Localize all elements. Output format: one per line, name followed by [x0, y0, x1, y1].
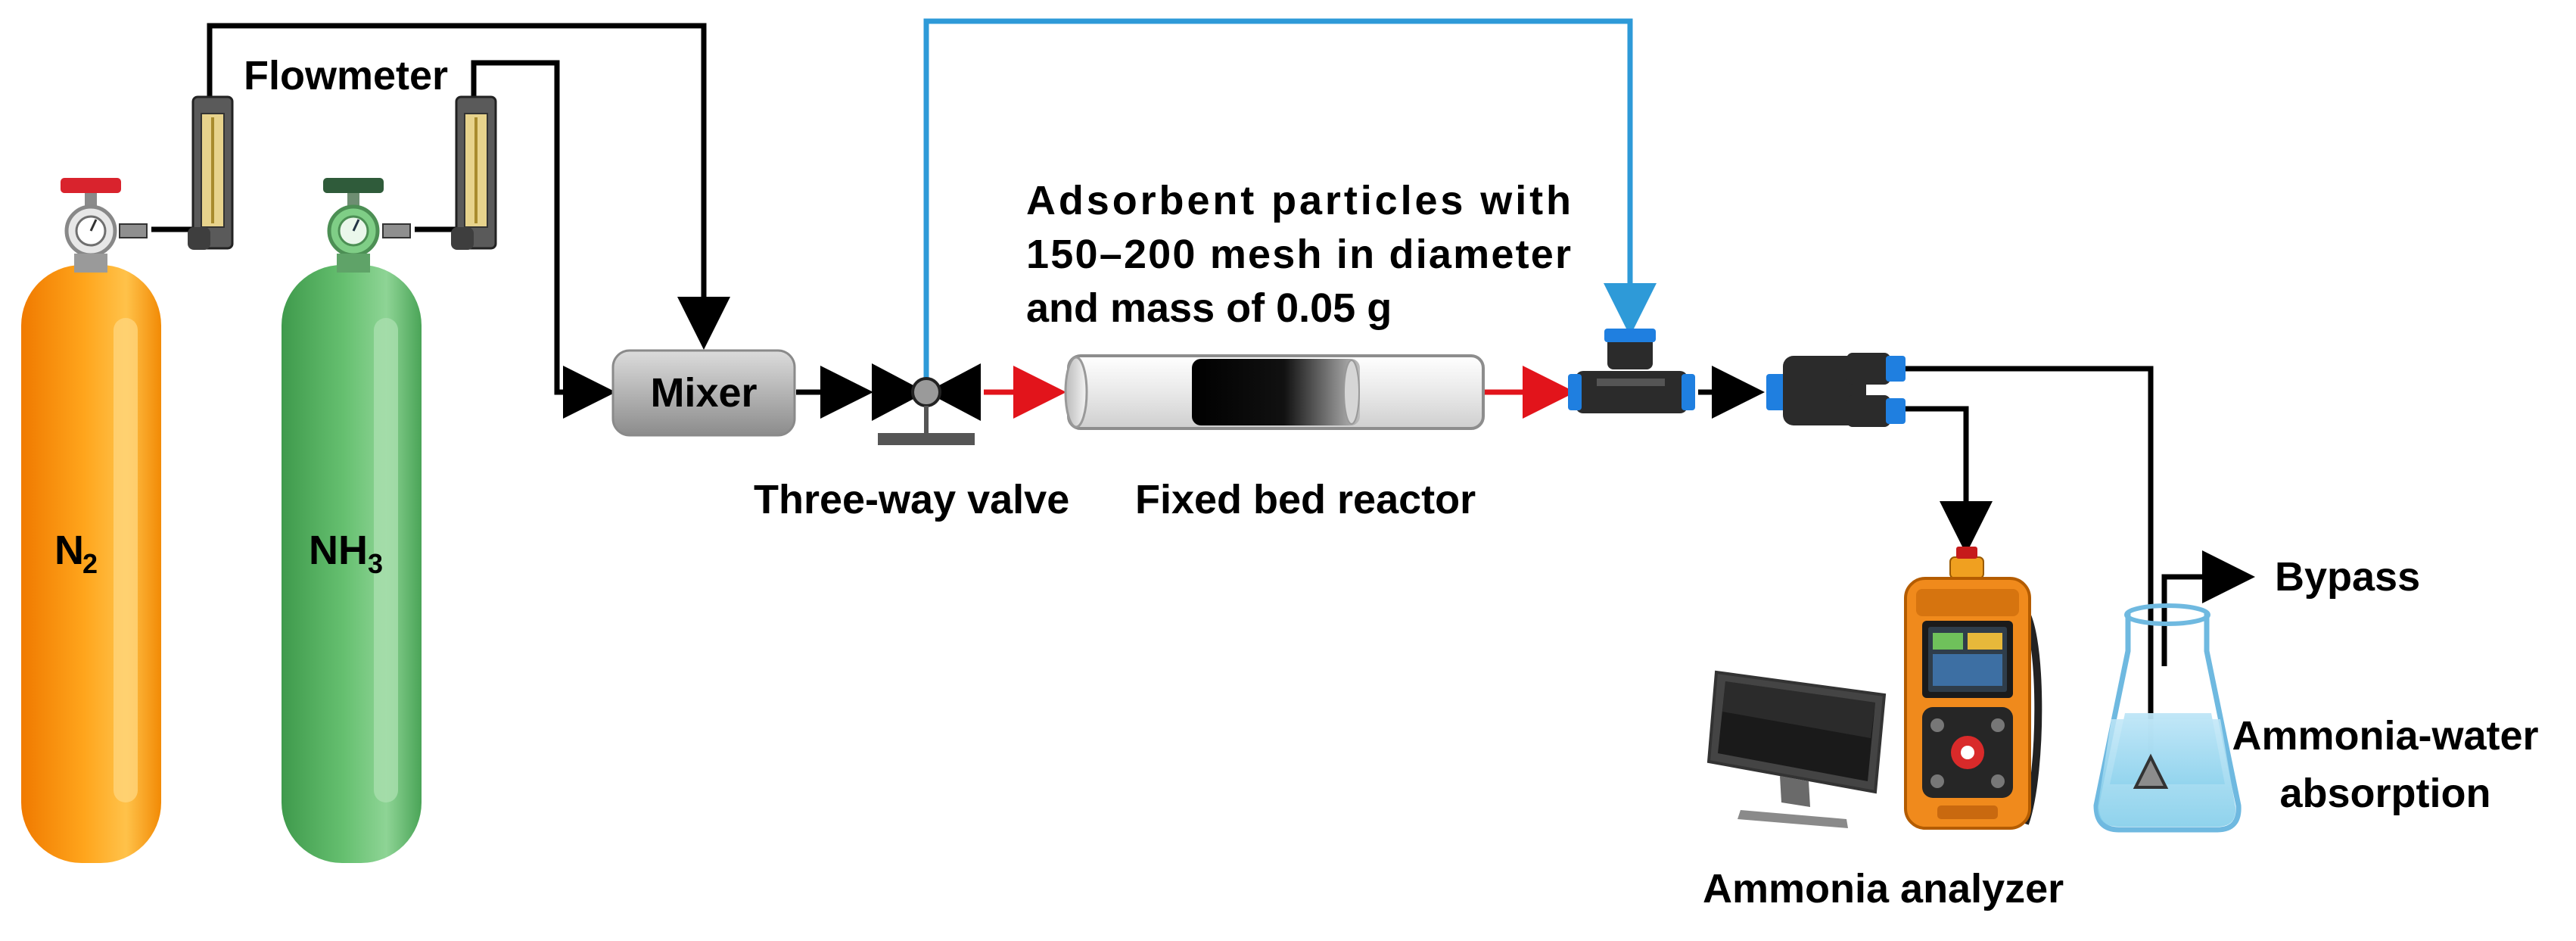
splitter-to-flask-line	[1904, 366, 2154, 772]
adsorbent-description-line3: and mass of 0.05 g	[1026, 285, 1392, 331]
monitor-icon	[1706, 670, 1887, 828]
ammonia-water-absorption-label-line1: Ammonia-water	[2232, 713, 2538, 759]
fixed-bed-reactor-label: Fixed bed reactor	[1135, 477, 1476, 522]
nh3-label: NH	[309, 528, 368, 573]
flowmeter-icon	[451, 95, 497, 250]
mixer: Mixer	[611, 349, 796, 437]
piping	[151, 23, 2255, 772]
nh3-line-to-mixer	[471, 60, 616, 419]
n2-cylinder: N 2	[21, 178, 161, 863]
reactor-tube-icon	[1064, 354, 1485, 430]
ammonia-water-absorption-label-line2: absorption	[2280, 771, 2491, 816]
bypass-label: Bypass	[2275, 554, 2420, 600]
tee-fitting-icon	[1766, 353, 1906, 427]
n2-flowmeter	[188, 95, 234, 250]
mixer-label: Mixer	[650, 370, 757, 416]
gas-cylinder-icon	[282, 265, 422, 863]
n2-handle	[61, 178, 121, 193]
adsorbent-description-line1: Adsorbent particles with	[1026, 178, 1571, 223]
adsorbent-bed	[1192, 359, 1360, 425]
absorption-flask: Ammonia-water absorption	[2093, 603, 2539, 833]
nh3-label-subscript: 3	[368, 548, 383, 579]
tee-fitting-icon	[1568, 329, 1695, 413]
ammonia-analyzer: Ammonia analyzer	[1703, 547, 2064, 911]
nh3-handle	[323, 178, 384, 193]
ammonia-analyzer-label: Ammonia analyzer	[1703, 866, 2064, 911]
flowmeter-label: Flowmeter	[244, 53, 448, 98]
n2-line-to-mixer	[207, 23, 730, 350]
nh3-cylinder: NH 3	[282, 178, 422, 863]
nh3-flowmeter	[451, 95, 497, 250]
flask-icon	[2093, 603, 2242, 833]
gas-cylinder-icon	[21, 265, 161, 863]
pressure-gauge-icon	[64, 204, 148, 257]
gas-dispersion-tip	[2133, 753, 2169, 789]
flowmeter-icon	[188, 95, 234, 250]
flask-bypass-line	[2161, 550, 2255, 666]
three-way-valve: Three-way valve	[754, 363, 1069, 522]
splitter-fitting	[1766, 353, 1906, 427]
three-way-valve-label: Three-way valve	[754, 477, 1069, 522]
splitter-to-analyzer-line	[1904, 406, 1993, 554]
gas-analyzer-icon	[1904, 547, 2042, 830]
adsorbent-description: Adsorbent particles with 150–200 mesh in…	[1026, 178, 1571, 331]
computer-monitor	[1706, 670, 1887, 828]
n2-label-subscript: 2	[82, 548, 98, 579]
pressure-gauge-icon	[327, 204, 411, 257]
fixed-bed-reactor: Fixed bed reactor	[1064, 354, 1485, 522]
mixer-icon	[611, 349, 796, 437]
tee-fitting	[1568, 329, 1695, 413]
n2-label: N	[54, 528, 84, 573]
adsorbent-description-line2: 150–200 mesh in diameter	[1026, 232, 1571, 277]
bypass-flow-line	[923, 18, 1657, 383]
valve-icon	[872, 363, 981, 445]
